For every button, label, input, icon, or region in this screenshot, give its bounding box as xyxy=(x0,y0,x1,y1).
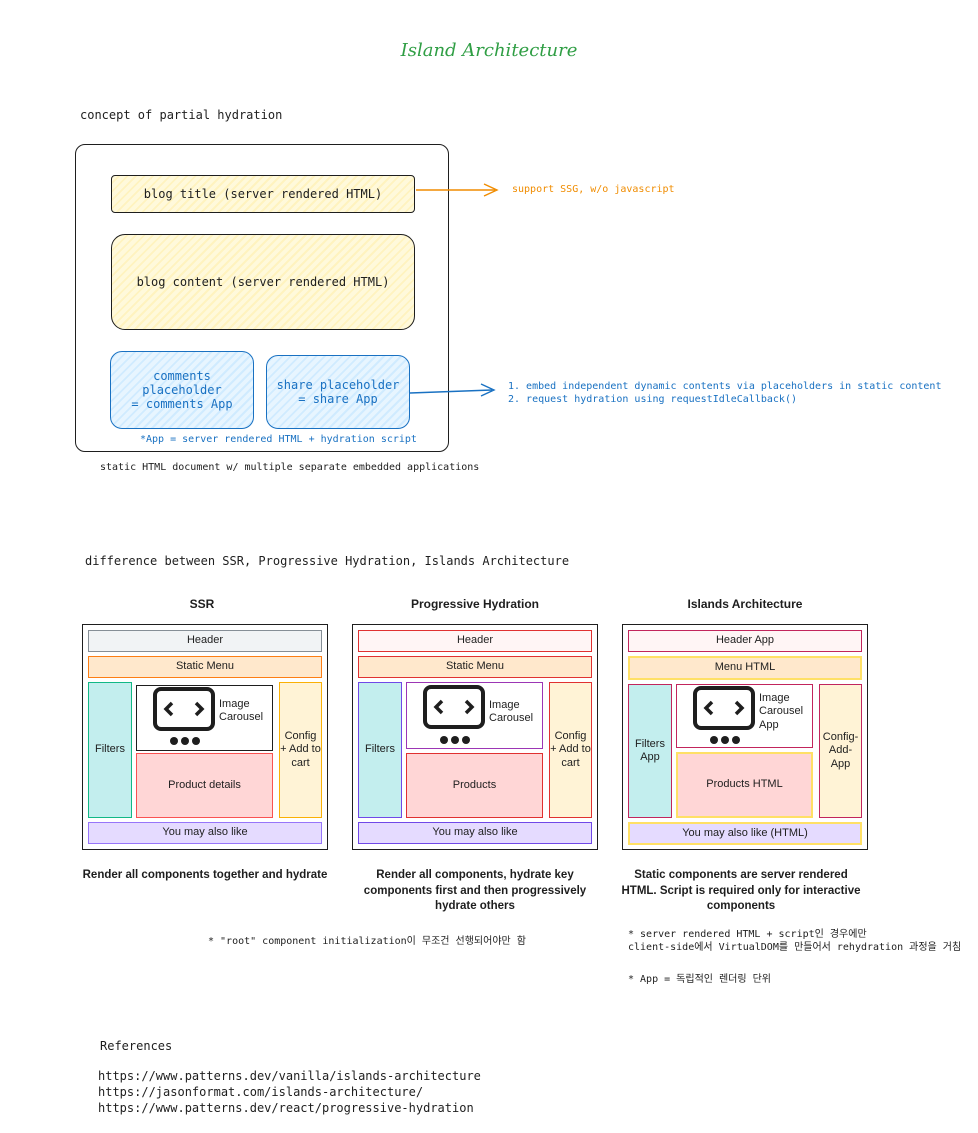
hydration-arrow xyxy=(409,383,496,397)
islands-config-app: Config-Add-App xyxy=(819,684,862,818)
ssr-title: SSR xyxy=(189,597,215,611)
islands-description: Static components are server rendered HT… xyxy=(621,869,861,913)
islands-header-app: Header App xyxy=(628,630,862,652)
ssr-config: Config + Add to cart xyxy=(279,682,322,818)
reference-link-2[interactable]: https://jasonformat.com/islands-architec… xyxy=(98,1085,424,1099)
progressive-panel: Header Static Menu Filters Config + Add … xyxy=(352,624,598,850)
carousel-icon xyxy=(693,686,755,744)
islands-you-may-also-like: You may also like (HTML) xyxy=(628,822,862,845)
blog-title-box: blog title (server rendered HTML) xyxy=(111,175,415,213)
concept-heading: concept of partial hydration xyxy=(80,108,283,122)
ssg-note: support SSG, w/o javascript xyxy=(512,184,675,195)
ssr-static-menu: Static Menu xyxy=(88,656,322,678)
islands-products-html: Products HTML xyxy=(676,752,813,818)
islands-filters-app: Filters App xyxy=(628,684,672,818)
app-unit-note: * App = 독립적인 렌더링 단위 xyxy=(628,974,772,985)
reference-link-3[interactable]: https://www.patterns.dev/react/progressi… xyxy=(98,1101,474,1115)
reference-link-1[interactable]: https://www.patterns.dev/vanilla/islands… xyxy=(98,1069,481,1083)
progressive-config: Config + Add to cart xyxy=(549,682,592,818)
ssr-filters: Filters xyxy=(88,682,132,818)
rehydration-note-line2: client-side에서 VirtualDOM를 만들어서 rehydrati… xyxy=(628,942,962,953)
ssr-carousel-label: Image Carousel xyxy=(219,697,264,723)
difference-heading: difference between SSR, Progressive Hydr… xyxy=(85,554,570,568)
progressive-carousel-label: Image Carousel xyxy=(489,698,534,724)
diagram-title: Island Architecture xyxy=(400,40,578,61)
static-html-document xyxy=(75,144,449,452)
islands-image-carousel-app xyxy=(676,684,813,748)
carousel-icon xyxy=(153,687,215,745)
islands-menu-html: Menu HTML xyxy=(628,656,862,680)
concept-arrows xyxy=(409,183,499,397)
blog-title-label: blog title (server rendered HTML) xyxy=(143,187,383,201)
blog-content-label: blog content (server rendered HTML) xyxy=(136,275,390,289)
root-component-note: * "root" component initialization이 무조건 선… xyxy=(208,936,526,947)
references-heading: References xyxy=(100,1039,173,1053)
document-caption: static HTML document w/ multiple separat… xyxy=(100,462,480,473)
ssr-product-details: Product details xyxy=(136,753,273,818)
ssg-arrow xyxy=(416,183,499,197)
ssr-description: Render all components together and hydra… xyxy=(82,869,328,881)
ssr-you-may-also-like: You may also like xyxy=(88,822,322,844)
ssr-panel: Header Static Menu Filters Config + Add … xyxy=(82,624,328,850)
islands-carousel-label: Image Carousel App xyxy=(759,692,804,731)
progressive-products: Products xyxy=(406,753,543,818)
hydration-note-1: 1. embed independent dynamic contents vi… xyxy=(508,381,942,392)
progressive-description: Render all components, hydrate key compo… xyxy=(363,869,587,913)
islands-panel: Header App Menu HTML Filters App Config-… xyxy=(622,624,868,850)
ssr-image-carousel xyxy=(136,685,273,751)
share-line1: share placeholder xyxy=(276,378,400,392)
comments-line2: = comments App xyxy=(131,397,233,411)
progressive-title: Progressive Hydration xyxy=(410,597,540,611)
ssr-carousel-graphic: Image Carousel xyxy=(135,684,272,750)
rehydration-note-line1: * server rendered HTML + script인 경우에만 xyxy=(628,929,867,940)
blog-content-box: blog content (server rendered HTML) xyxy=(111,234,415,330)
comments-line1: comments placeholder xyxy=(142,369,222,397)
share-line2: = share App xyxy=(298,392,378,406)
ssr-header: Header xyxy=(88,630,322,652)
islands-title: Islands Architecture xyxy=(687,597,803,611)
carousel-icon xyxy=(423,685,485,744)
hydration-note-2: 2. request hydration using requestIdleCa… xyxy=(508,394,797,405)
progressive-static-menu: Static Menu xyxy=(358,656,592,678)
progressive-filters: Filters xyxy=(358,682,402,818)
progressive-image-carousel xyxy=(406,682,543,749)
progressive-header: Header xyxy=(358,630,592,652)
progressive-carousel-graphic: Image Carousel xyxy=(405,681,542,748)
comments-placeholder-box: comments placeholder = comments App xyxy=(110,351,254,429)
progressive-you-may-also-like: You may also like xyxy=(358,822,592,844)
islands-carousel-graphic: Image Carousel App xyxy=(675,683,812,747)
app-definition-note: *App = server rendered HTML + hydration … xyxy=(140,434,417,445)
share-placeholder-box: share placeholder = share App xyxy=(266,355,410,429)
